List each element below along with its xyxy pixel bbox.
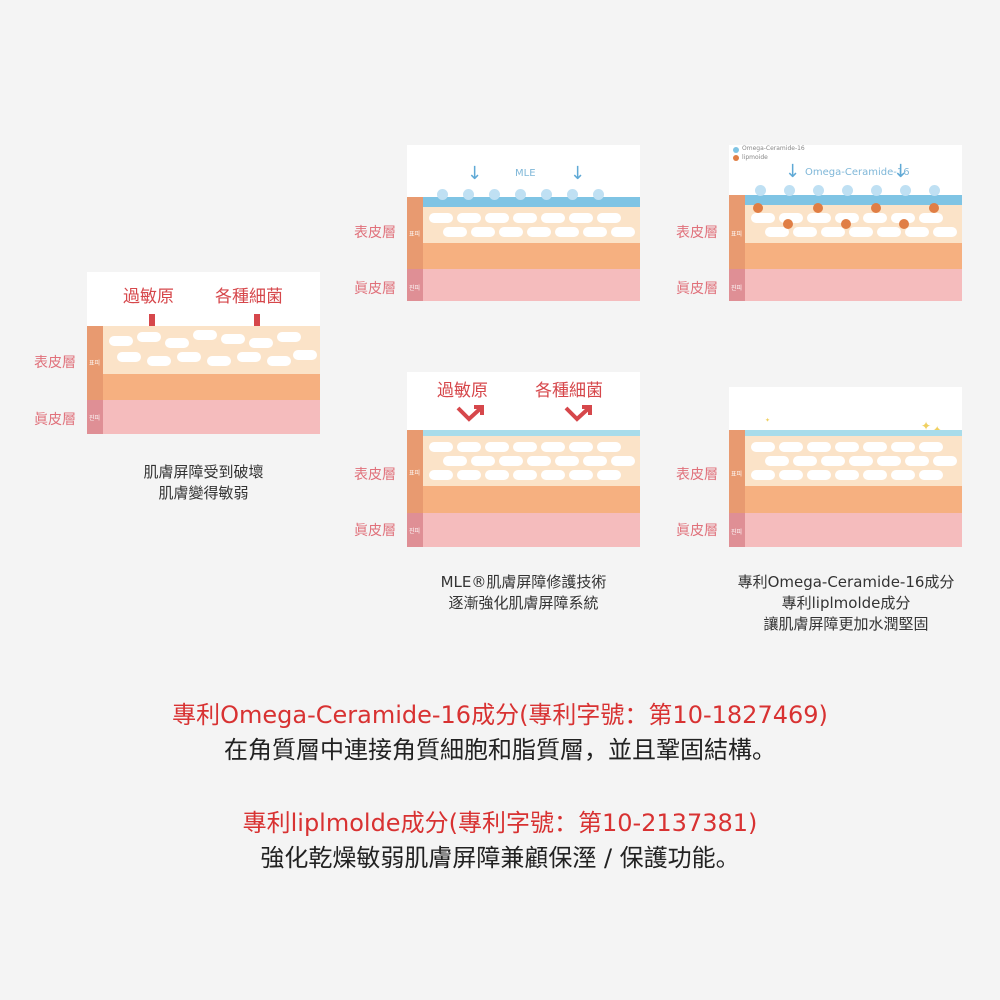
- allergen-label: 過敏原: [123, 287, 174, 307]
- mle-top-label: MLE: [515, 168, 536, 179]
- dermis-tag-text: 진피: [89, 415, 101, 422]
- deflect-arrow-icon: [564, 405, 592, 422]
- dermis-tag-text: 진피: [409, 528, 421, 535]
- epidermis-orange-layer: [729, 486, 962, 513]
- epidermis-tag-text: 표피: [731, 471, 743, 478]
- omega-panel-bottom: ✦ ✦ ✦ 표피 진피: [729, 387, 962, 547]
- epidermis-label: 表皮層: [676, 467, 718, 483]
- arrow-down-icon: ↓: [570, 163, 586, 184]
- dermis-layer: [729, 513, 962, 547]
- dermis-tag: [87, 400, 103, 434]
- epidermis-tag-text: 표피: [89, 360, 101, 367]
- dermis-label: 眞皮層: [34, 412, 76, 428]
- epidermis-tag-text: 표피: [731, 231, 743, 238]
- epidermis-label: 表皮層: [354, 467, 396, 483]
- legend-dot-orange: [733, 155, 739, 161]
- legend-dot-blue: [733, 147, 739, 153]
- deflect-arrow-icon: [456, 405, 484, 422]
- mle-caption: MLE®肌膚屏障修護技術 逐漸強化肌膚屏障系統: [440, 573, 607, 612]
- dermis-label: 眞皮層: [354, 523, 396, 539]
- arrow-down-icon: ↓: [893, 161, 909, 182]
- epidermis-label: 表皮層: [676, 225, 718, 241]
- sparkle-icon: ✦: [765, 417, 771, 424]
- blue-film: [407, 430, 640, 436]
- epidermis-label: 表皮層: [354, 225, 396, 241]
- lipmoide-patent-line: 專利liplmolde成分(專利字號：第10-2137381): [242, 809, 758, 837]
- dermis-tag-text: 진피: [731, 285, 743, 292]
- lipmoide-description-line: 強化乾燥敏弱肌膚屏障兼顧保溼 / 保護功能。: [260, 844, 740, 872]
- omega-patent-line: 專利Omega-Ceramide-16成分(專利字號：第10-1827469): [172, 701, 828, 729]
- dermis-label: 眞皮層: [354, 281, 396, 297]
- epidermis-label: 表皮層: [34, 355, 76, 371]
- mle-panel-bottom: 過敏原 各種細菌 표피 진피: [407, 372, 640, 547]
- bacteria-label: 各種細菌: [535, 381, 603, 401]
- epidermis-orange-layer: [87, 374, 320, 400]
- legend-lipmoide: lipmoide: [742, 154, 768, 161]
- omega-top-label: Omega-Ceramide-16: [805, 167, 910, 178]
- legend-omega: Omega-Ceramide-16: [742, 145, 805, 152]
- blue-film: [729, 195, 962, 205]
- damaged-caption: 肌膚屏障受到破壞 肌膚變得敏弱: [143, 463, 264, 502]
- epidermis-orange-layer: [729, 243, 962, 269]
- omega-panel-top: Omega-Ceramide-16 lipmoide ↓ Omega-Ceram…: [729, 145, 962, 301]
- arrow-down-icon: ↓: [785, 161, 801, 182]
- blue-film: [729, 430, 962, 436]
- dermis-tag-text: 진피: [731, 529, 743, 536]
- damaged-skin-panel: 過敏原 各種細菌 표피 진피: [87, 272, 320, 434]
- dermis-label: 眞皮層: [676, 523, 718, 539]
- epidermis-tag: [87, 326, 103, 400]
- dermis-label: 眞皮層: [676, 281, 718, 297]
- sparkle-icon: ✦: [921, 419, 932, 433]
- blue-film: [407, 197, 640, 207]
- epidermis-tag-text: 표피: [409, 470, 421, 477]
- mle-panel-top: MLE ↓ ↓ 표피 진피: [407, 145, 640, 301]
- dermis-layer: [407, 269, 640, 301]
- dermis-layer: [87, 400, 320, 434]
- omega-caption: 專利Omega-Ceramide-16成分 專利liplmolde成分 讓肌膚屏…: [737, 573, 955, 633]
- omega-description-line: 在角質層中連接角質細胞和脂質層，並且鞏固結構。: [224, 736, 776, 764]
- dermis-layer: [407, 513, 640, 547]
- epidermis-orange-layer: [407, 243, 640, 269]
- arrow-down-icon: ↓: [467, 163, 483, 184]
- epidermis-tag-text: 표피: [409, 231, 421, 238]
- dermis-layer: [729, 269, 962, 301]
- dermis-tag-text: 진피: [409, 285, 421, 292]
- epidermis-orange-layer: [407, 486, 640, 513]
- allergen-label: 過敏原: [437, 381, 488, 401]
- bacteria-label: 各種細菌: [215, 287, 283, 307]
